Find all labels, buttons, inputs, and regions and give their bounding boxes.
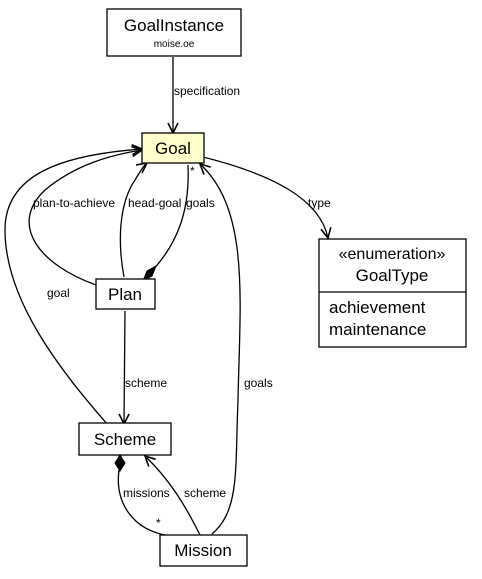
class-name: Mission [174,541,232,560]
edge-label-plan-scheme: scheme [125,376,167,390]
edge-type: type [202,156,331,238]
edge-plan-scheme: scheme [124,310,167,424]
edge-mission-scheme: scheme [145,456,226,536]
class-goal-instance[interactable]: GoalInstance moise.oe [106,8,242,57]
class-name: Goal [155,139,191,158]
enum-literal: maintenance [329,320,426,339]
class-plan[interactable]: Plan [95,278,156,310]
class-scheme[interactable]: Scheme [78,422,172,456]
enum-stereotype: «enumeration» [339,246,446,263]
edge-label-type: type [308,196,331,210]
edge-label-mission-goals: goals [244,376,273,390]
edge-head-goal: head-goal [119,163,181,278]
edge-label-head-goal: head-goal [128,196,181,210]
edge-missions: missions * [114,454,171,537]
edge-scheme-goal: goal [4,149,142,426]
composition-diamond-icon [114,454,126,472]
edge-mission-goals: goals [200,164,273,535]
multiplicity-plan-goals: * [190,164,195,178]
edge-label-missions: missions [123,486,170,500]
class-mission[interactable]: Mission [159,534,248,567]
class-goal[interactable]: Goal [141,132,205,164]
class-name: Scheme [94,430,156,449]
edge-label-scheme-goal: goal [47,286,70,300]
class-goal-type[interactable]: «enumeration» GoalType achievement maint… [318,238,467,348]
edge-specification: specification [173,57,240,133]
edge-plan-goals: goals * [142,164,215,283]
class-name: GoalType [356,266,429,285]
edge-plan-to-achieve: plan-to-achieve [28,150,142,286]
edge-label-plan-goals: goals [186,196,215,210]
enum-literal: achievement [329,298,426,317]
edge-label-plan-to-achieve: plan-to-achieve [33,196,115,210]
edge-label-specification: specification [174,84,240,98]
multiplicity-missions: * [156,516,161,530]
class-name: Plan [108,285,142,304]
class-name: GoalInstance [124,16,224,35]
class-package: moise.oe [154,39,195,50]
edge-label-mission-scheme: scheme [184,486,226,500]
composition-diamond-icon [142,264,157,283]
